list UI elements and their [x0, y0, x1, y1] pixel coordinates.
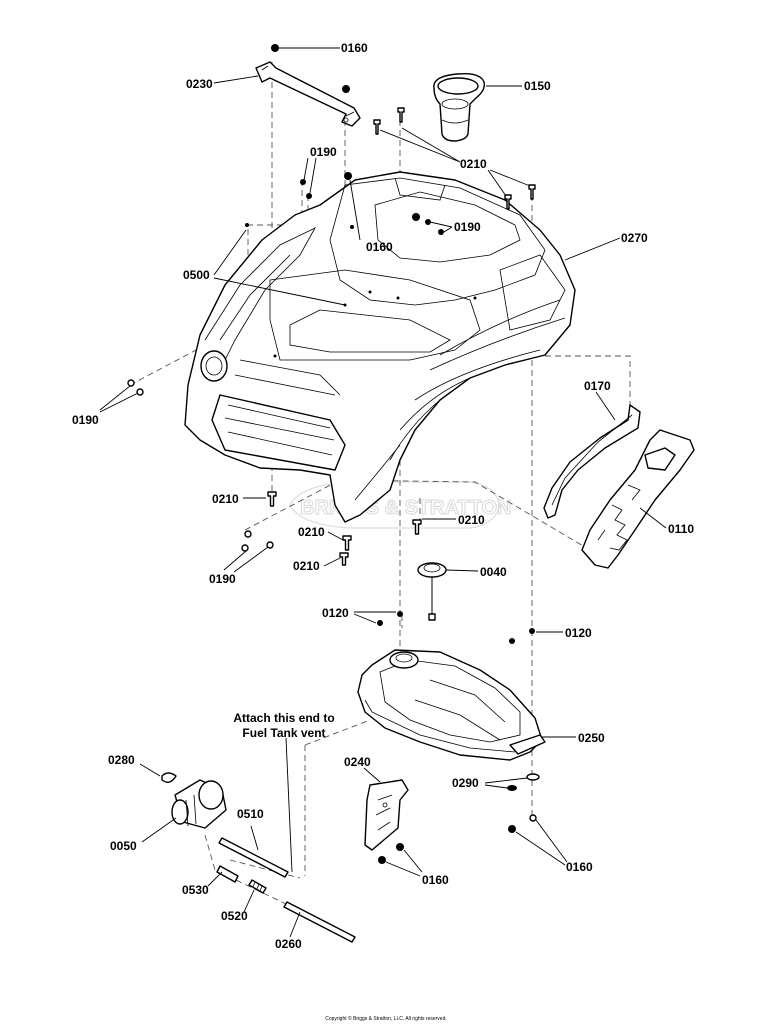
callout-0210-b: 0210 [212, 492, 239, 506]
callout-0160-a: 0160 [341, 41, 368, 55]
hose-0510 [218, 837, 289, 878]
callout-0530: 0530 [182, 883, 209, 897]
callout-0120-b: 0120 [565, 626, 592, 640]
callout-0190-b: 0190 [454, 220, 481, 234]
callout-0210-d: 0210 [298, 525, 325, 539]
support-bar-0170 [543, 404, 641, 519]
callout-0150: 0150 [524, 79, 551, 93]
hood-body-0270 [184, 171, 576, 523]
copyright-text: Copyright © Briggs & Stratton, LLC. All … [325, 1015, 447, 1022]
callout-0160-d: 0160 [566, 860, 593, 874]
leader-lines [99, 47, 667, 938]
vent-note-line-2: Fuel Tank vent [242, 726, 325, 740]
hardware [127, 44, 540, 864]
callout-0190-d: 0190 [209, 572, 236, 586]
fuel-fill-neck-0050 [171, 779, 227, 829]
vent-note: Attach this end to Fuel Tank vent [233, 711, 334, 740]
callout-0510: 0510 [237, 807, 264, 821]
callout-0160-b: 0160 [366, 240, 393, 254]
callout-0240: 0240 [344, 755, 371, 769]
callout-0500: 0500 [183, 268, 210, 282]
mounting-bracket-0240 [364, 779, 409, 851]
callout-0120-a: 0120 [322, 606, 349, 620]
clamp-0280 [161, 772, 177, 783]
callout-0210-c: 0210 [458, 513, 485, 527]
callout-0520: 0520 [221, 909, 248, 923]
callout-0280: 0280 [108, 753, 135, 767]
vent-note-line-1: Attach this end to [233, 711, 334, 725]
callout-0190-c: 0190 [72, 413, 99, 427]
callout-0290: 0290 [452, 776, 479, 790]
callout-0210-a: 0210 [460, 157, 487, 171]
fuel-tank-0250 [357, 649, 546, 761]
callout-0210-e: 0210 [293, 559, 320, 573]
callout-0050: 0050 [110, 839, 137, 853]
hose-0530 [216, 865, 239, 883]
fuel-cap-0040 [417, 562, 447, 621]
callout-labels: 0160 0230 0150 0190 0210 0160 0190 0270 … [72, 41, 694, 951]
callout-0230: 0230 [186, 77, 213, 91]
callout-0040: 0040 [480, 565, 507, 579]
hose-0260 [283, 901, 356, 943]
callout-0250: 0250 [578, 731, 605, 745]
callout-0260: 0260 [275, 937, 302, 951]
callout-0170: 0170 [584, 379, 611, 393]
callout-0160-c: 0160 [422, 873, 449, 887]
bracket-0230 [255, 61, 361, 127]
callout-0110: 0110 [668, 522, 694, 536]
cup-holder-0150 [433, 72, 486, 142]
callout-0190-a: 0190 [310, 145, 337, 159]
shift-plate-0110 [581, 429, 695, 569]
filter-0520 [248, 879, 267, 894]
callout-0270: 0270 [621, 231, 648, 245]
